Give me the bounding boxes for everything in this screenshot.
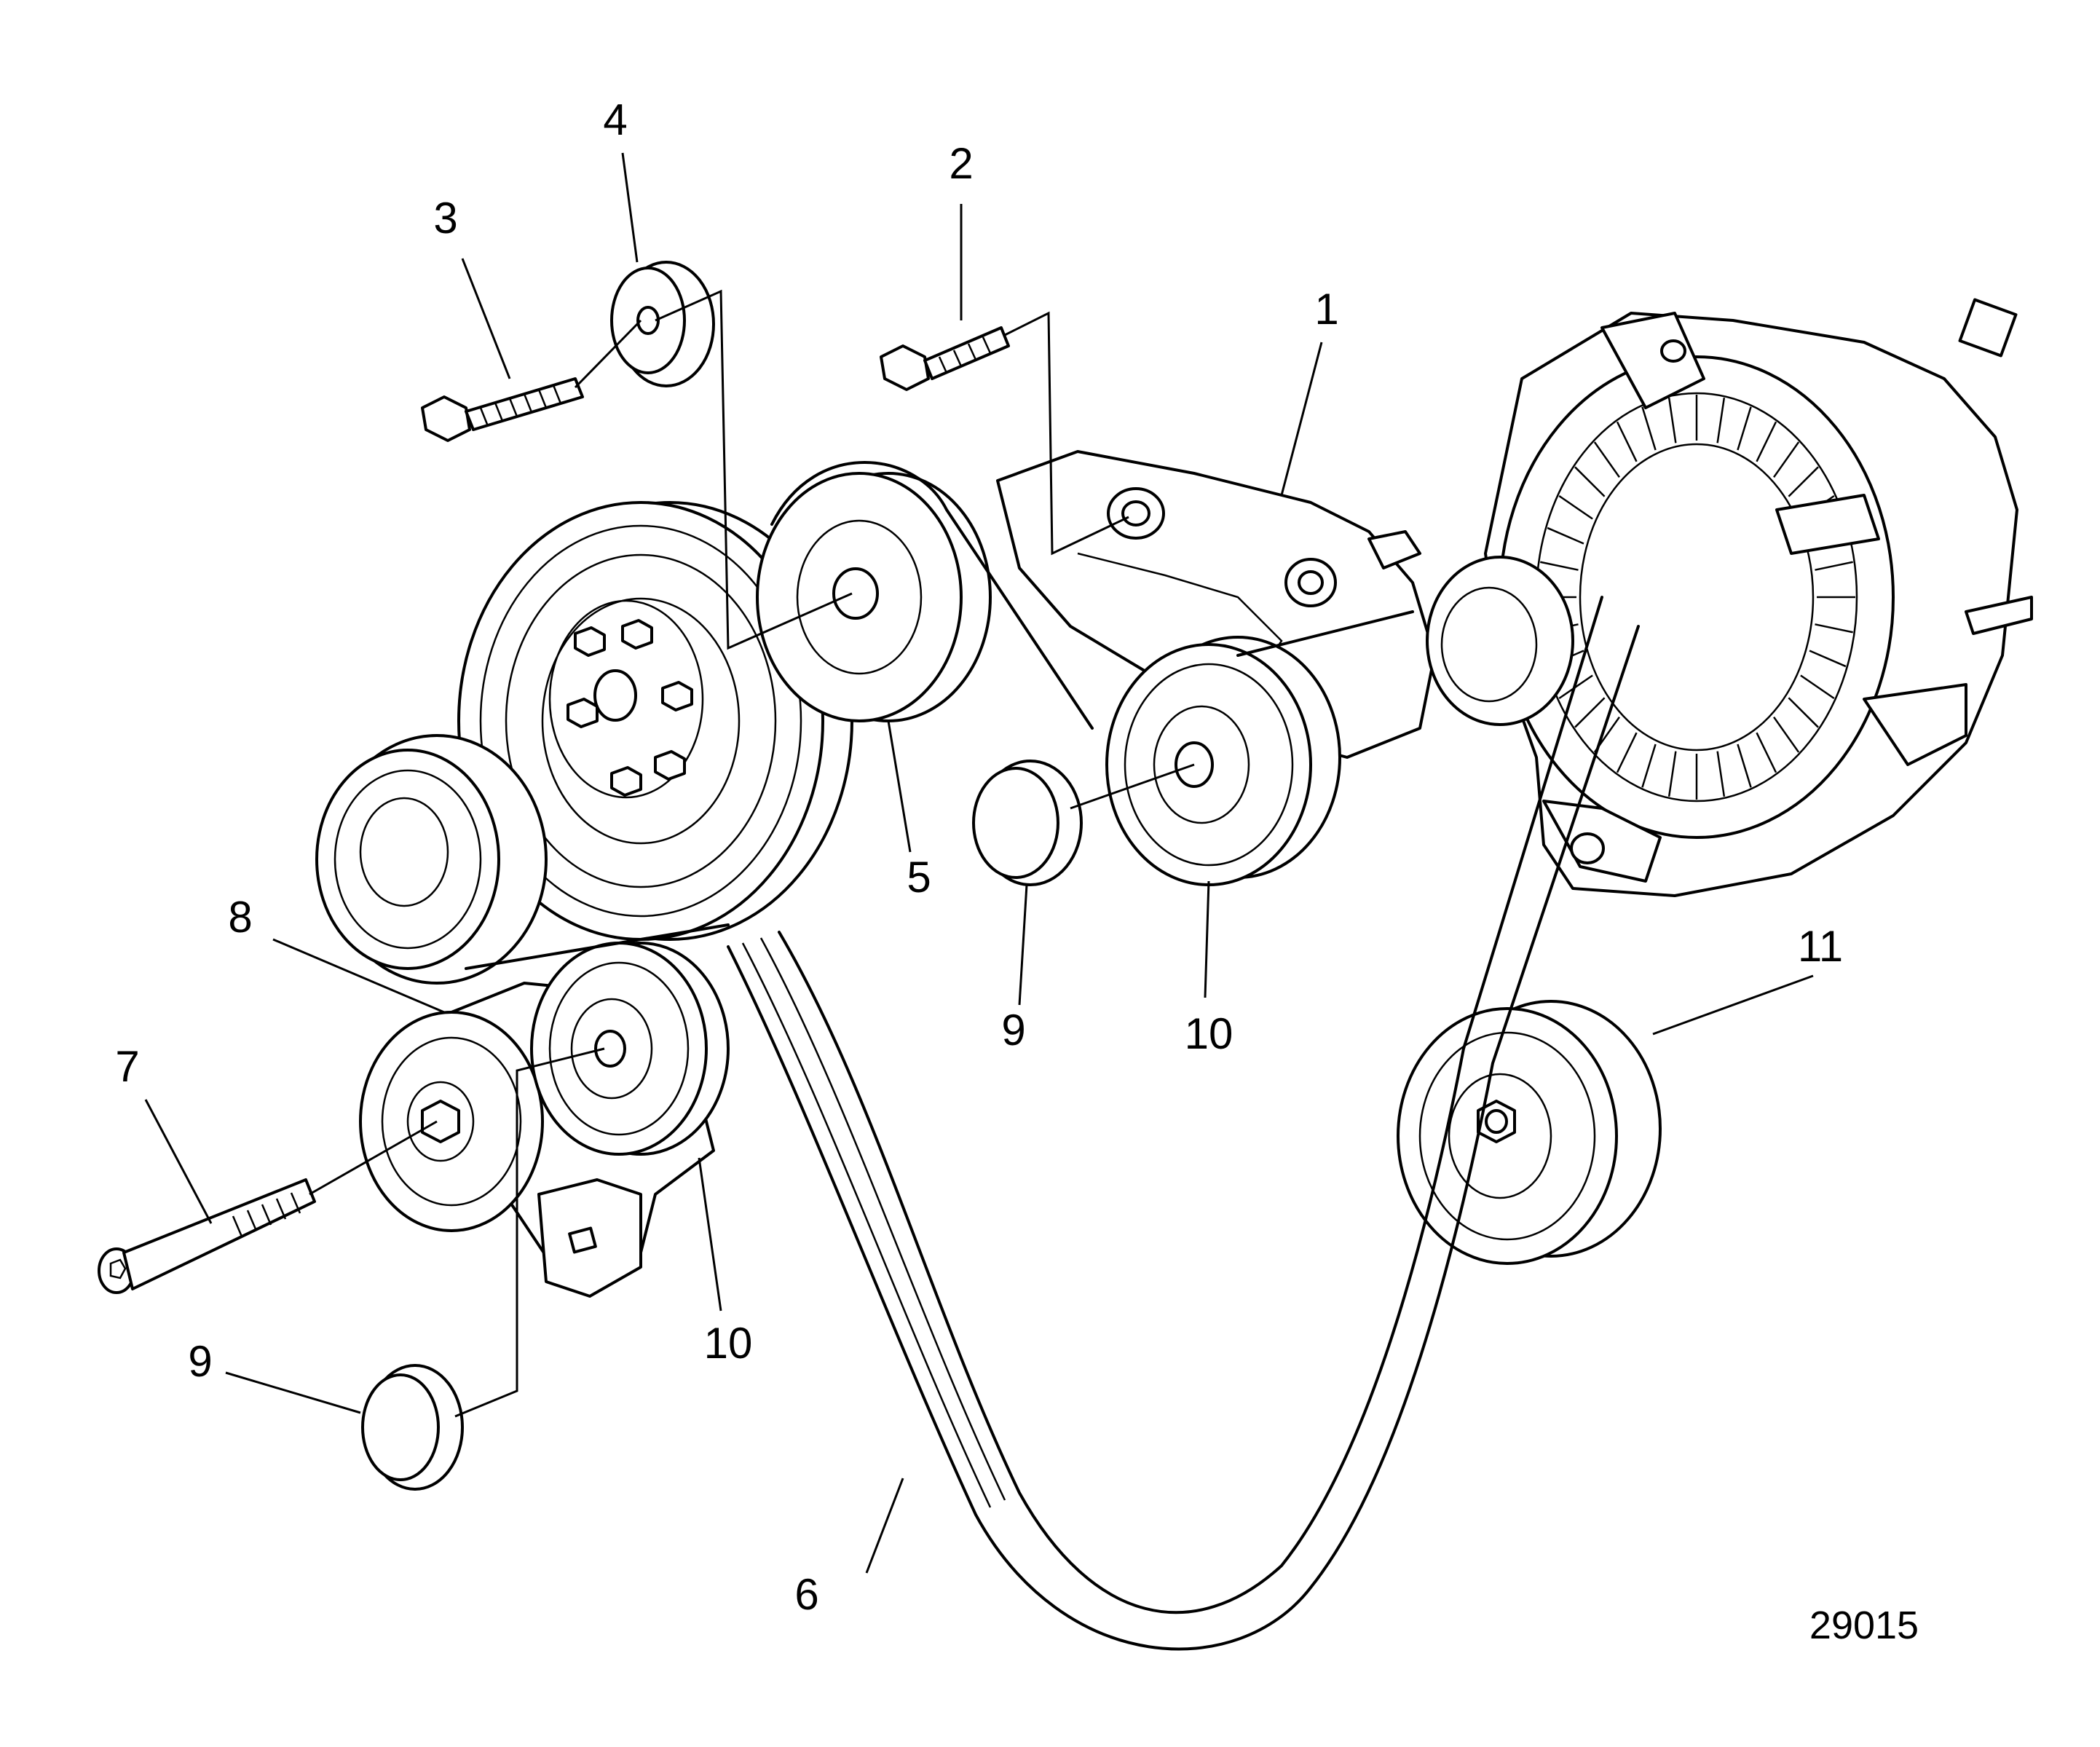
bolt-2 <box>880 326 1010 391</box>
bolt-3 <box>421 377 584 442</box>
callout-8: 8 <box>228 893 252 942</box>
assembly-guide-lines <box>309 289 1195 1418</box>
figure-number: 29015 <box>1809 1604 1919 1647</box>
callout-5: 5 <box>907 853 931 902</box>
callout-11: 11 <box>1798 922 1843 971</box>
cover-cap-9-lower <box>361 1364 464 1491</box>
upper-idler-pulley <box>756 472 992 722</box>
callout-10-lower: 10 <box>704 1319 753 1368</box>
callout-1: 1 <box>1314 285 1338 334</box>
tensioner-pulley-lower <box>530 942 730 1156</box>
callout-9-lower: 9 <box>188 1337 212 1386</box>
callout-10-upper: 10 <box>1185 1009 1233 1058</box>
crank-bolts <box>567 619 693 797</box>
callouts: 1 2 3 4 5 6 7 8 9 9 10 10 11 <box>115 95 1843 1619</box>
alternator <box>1484 298 2033 897</box>
washer-4 <box>610 261 715 387</box>
tensioner-pulley-upper <box>1105 636 1341 886</box>
left-idler-pulley <box>315 734 548 985</box>
callout-9-upper: 9 <box>1001 1006 1025 1054</box>
cover-cap-9-upper <box>972 760 1083 886</box>
alternator-pulley <box>1426 556 1574 726</box>
idler-pulley-11 <box>1397 1000 1662 1265</box>
callout-2: 2 <box>949 139 973 188</box>
callout-4: 4 <box>603 95 627 144</box>
leader-lines <box>144 152 1814 1574</box>
poly-v-belt <box>465 461 1640 1651</box>
callout-3: 3 <box>433 194 457 242</box>
callout-6: 6 <box>794 1570 818 1619</box>
callout-7: 7 <box>115 1042 139 1091</box>
bolt-7 <box>98 1178 316 1294</box>
